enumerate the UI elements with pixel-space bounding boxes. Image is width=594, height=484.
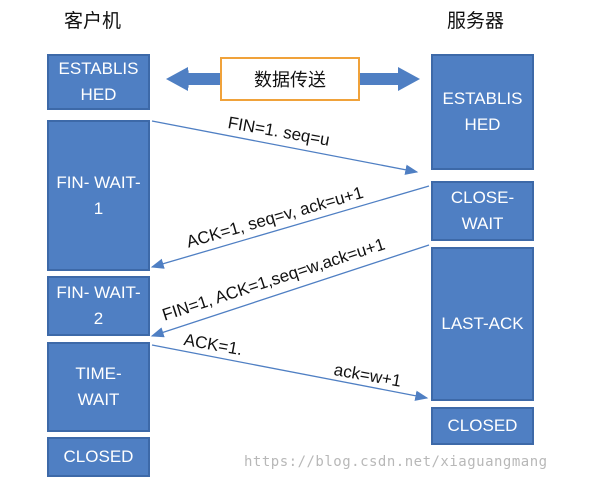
server-state-established: ESTABLIS HED [431, 54, 534, 170]
fin-ack-arrow [150, 244, 430, 338]
client-state-fin-wait-1: FIN- WAIT-1 [47, 120, 150, 271]
data-transfer-left-shaft [186, 73, 220, 85]
data-transfer-left-head [166, 67, 188, 91]
client-state-established: ESTABLIS HED [47, 54, 150, 110]
server-state-closed: CLOSED [431, 407, 534, 445]
client-state-fin-wait-2: FIN- WAIT-2 [47, 276, 150, 336]
data-transfer-box: 数据传送 [220, 57, 360, 101]
data-transfer-right-shaft [360, 73, 398, 85]
watermark: https://blog.csdn.net/xiaguangmang [244, 454, 548, 470]
final-ack-arrow [151, 344, 429, 401]
ack-arrow [150, 185, 430, 269]
fin-arrow [151, 120, 419, 175]
client-state-time-wait: TIME- WAIT [47, 342, 150, 432]
server-state-close-wait: CLOSE- WAIT [431, 181, 534, 241]
client-state-closed: CLOSED [47, 437, 150, 477]
client-header: 客户机 [64, 10, 122, 32]
server-header: 服务器 [447, 10, 505, 32]
data-transfer-right-head [398, 67, 420, 91]
server-state-last-ack: LAST-ACK [431, 247, 534, 401]
